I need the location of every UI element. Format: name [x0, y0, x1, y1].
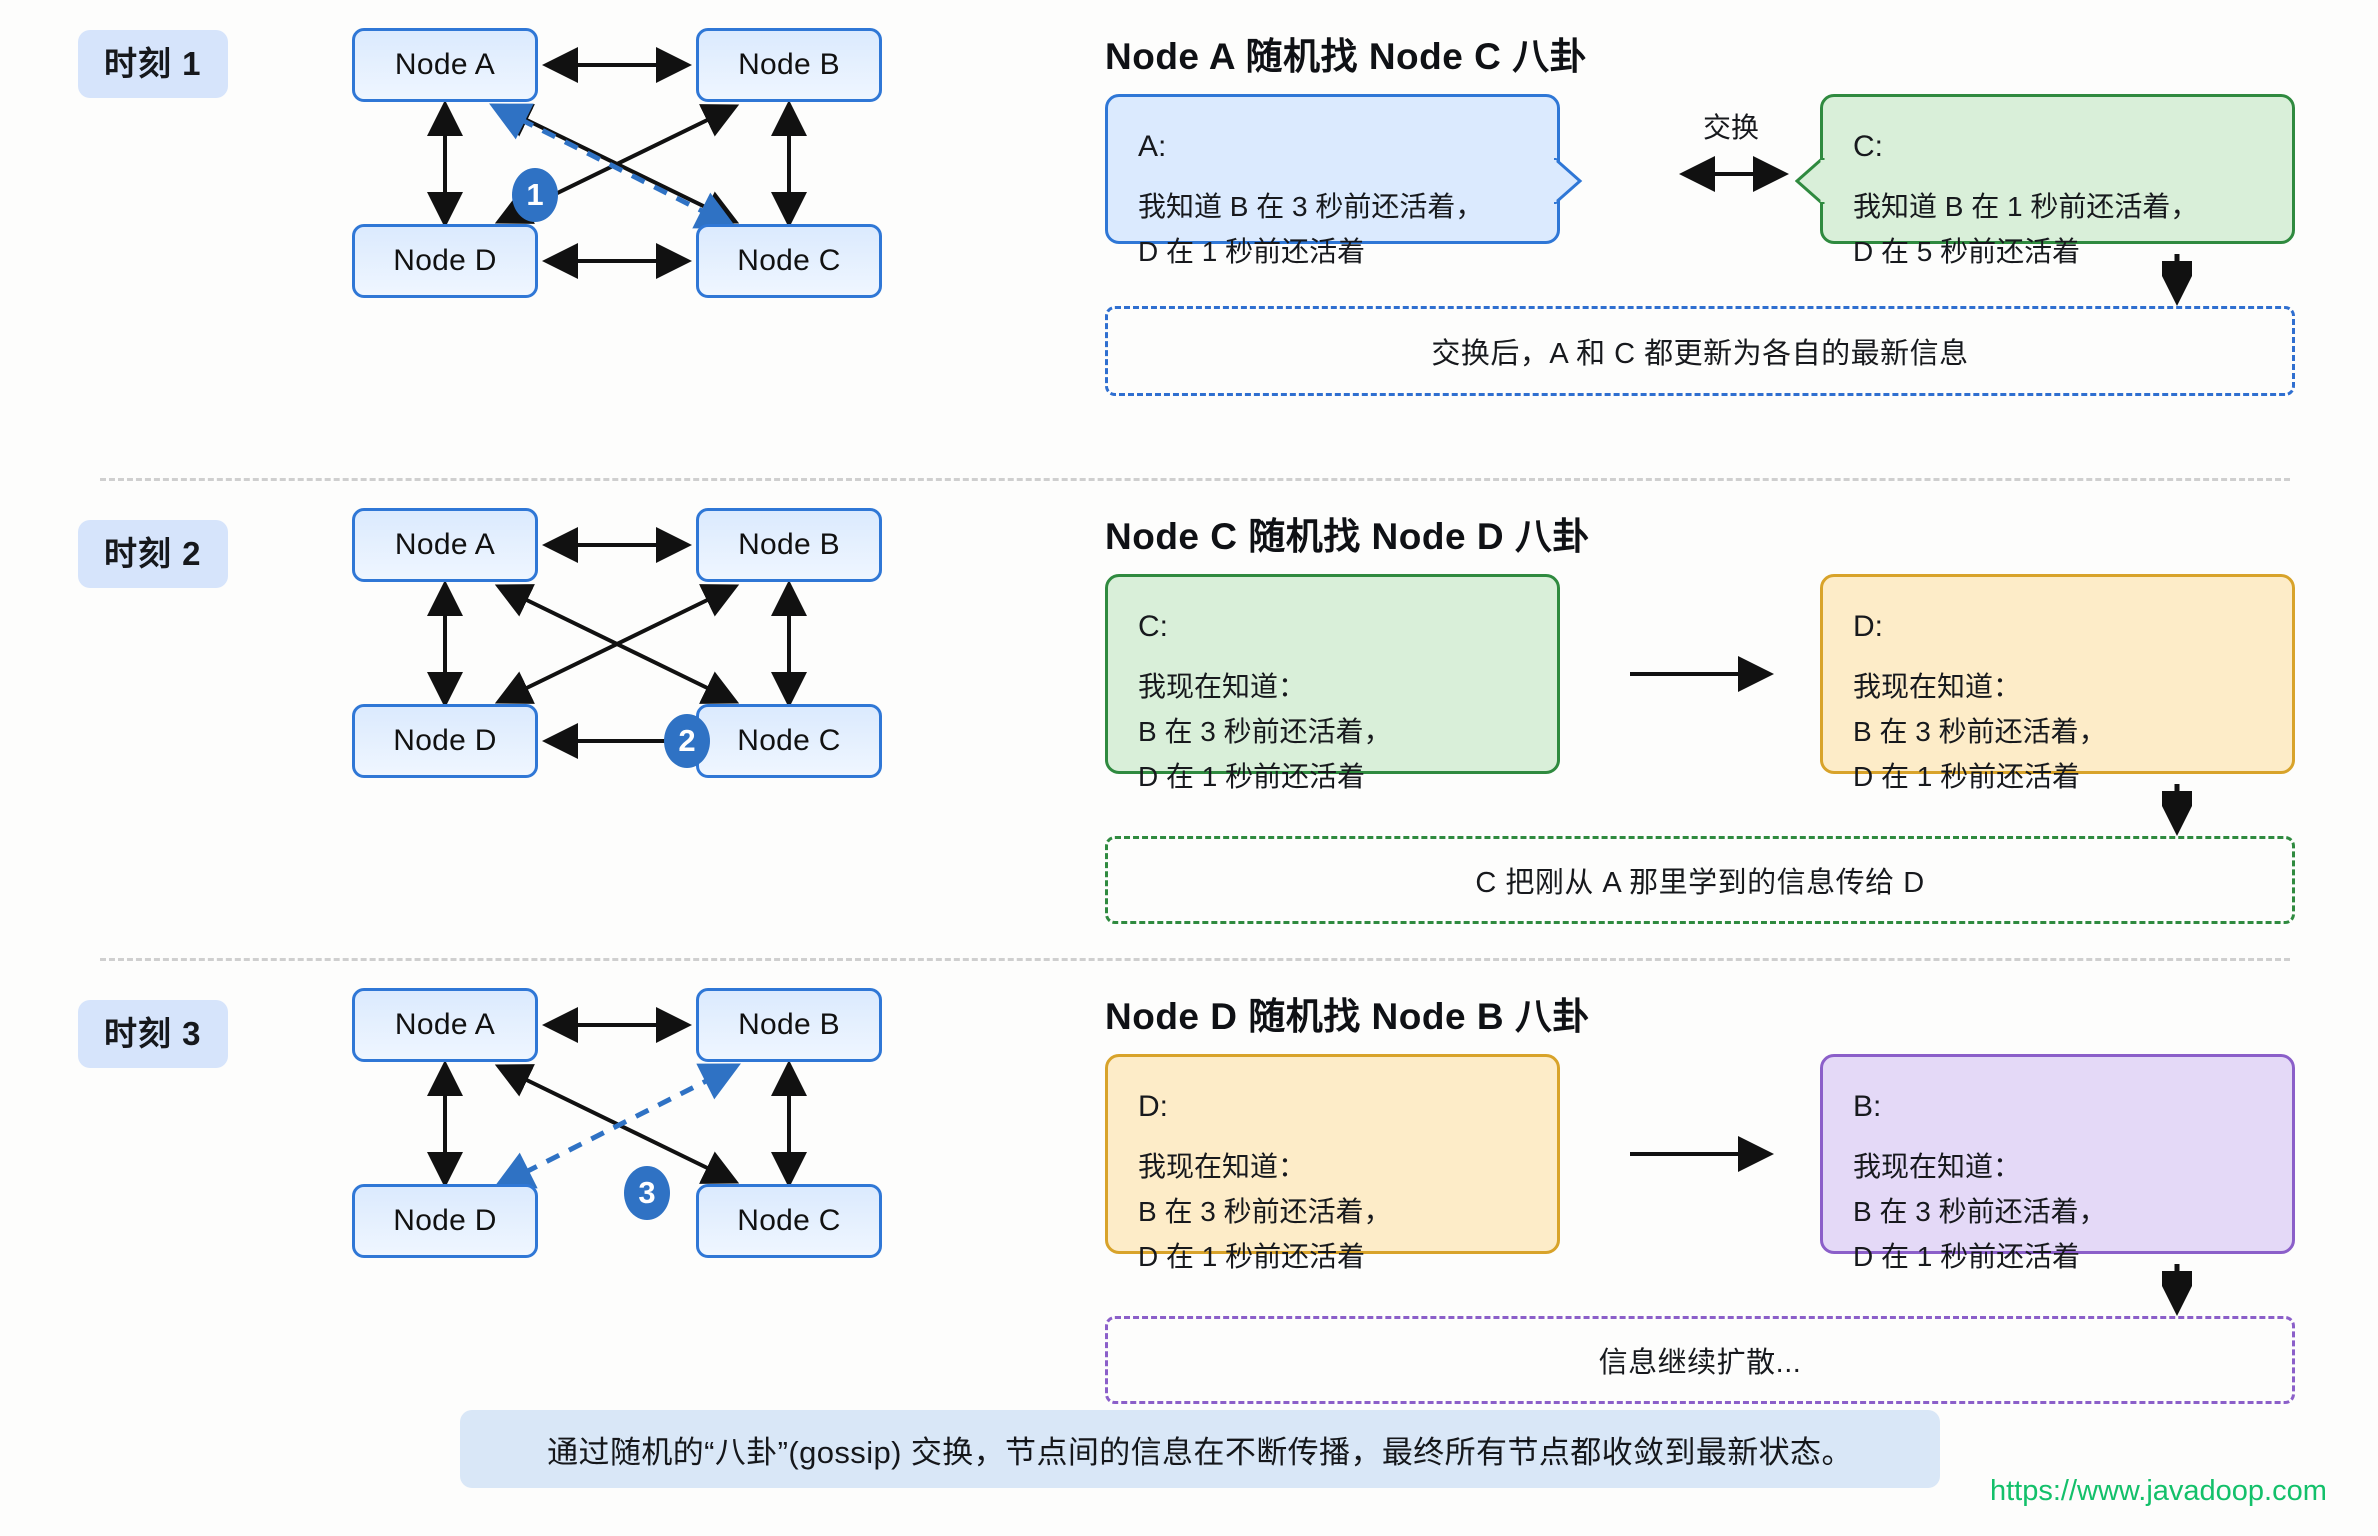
- message-speaker: C:: [1853, 130, 1883, 163]
- message-line: B 在 3 秒前还活着，: [1138, 715, 1392, 747]
- graph-edges-3: [427, 1007, 807, 1189]
- node-graph-1: Node A Node B Node D Node C 1: [352, 28, 882, 298]
- node-b-3[interactable]: Node B: [696, 988, 882, 1062]
- message-line: D 在 1 秒前还活着: [1138, 1241, 1366, 1273]
- message-line: D 在 5 秒前还活着: [1853, 235, 2081, 267]
- panel-title-1: Node A 随机找 Node C 八卦: [1105, 36, 1588, 77]
- step-badge-2: 2: [664, 714, 710, 768]
- message-line: D 在 1 秒前还活着: [1138, 761, 1366, 793]
- node-b-2[interactable]: Node B: [696, 508, 882, 582]
- message-line: 我现在知道：: [1138, 1150, 1307, 1182]
- message-line: 我知道 B 在 3 秒前还活着，: [1138, 190, 1484, 222]
- flow-down-arrow-1: [2162, 254, 2192, 306]
- node-a-2[interactable]: Node A: [352, 508, 538, 582]
- message-speaker: C:: [1138, 610, 1168, 643]
- message-line: B 在 3 秒前还活着，: [1138, 1195, 1392, 1227]
- node-b-1[interactable]: Node B: [696, 28, 882, 102]
- message-box-c-1: C: 我知道 B 在 1 秒前还活着， D 在 5 秒前还活着: [1820, 94, 2295, 267]
- time-badge-1: 时刻 1: [78, 30, 228, 98]
- time-badge-2: 时刻 2: [78, 520, 228, 588]
- transfer-arrow-2: [1630, 656, 1774, 692]
- speech-tail-right-icon: [1795, 158, 1825, 204]
- section-divider-2: [100, 958, 2290, 961]
- section-time-2: 时刻 2 Node A Node: [0, 480, 2378, 960]
- flow-down-arrow-2: [2162, 784, 2192, 836]
- message-line: B 在 3 秒前还活着，: [1853, 1195, 2107, 1227]
- message-speaker: B:: [1853, 1090, 1882, 1123]
- panel-1: Node A 随机找 Node C 八卦 A: 我知道 B 在 3 秒前还活着，…: [1105, 26, 2295, 396]
- node-d-2[interactable]: Node D: [352, 704, 538, 778]
- node-a-3[interactable]: Node A: [352, 988, 538, 1062]
- message-line: B 在 3 秒前还活着，: [1853, 715, 2107, 747]
- node-a-1[interactable]: Node A: [352, 28, 538, 102]
- message-box-b-3: B: 我现在知道： B 在 3 秒前还活着， D 在 1 秒前还活着: [1820, 1054, 2295, 1272]
- transfer-arrow-3: [1630, 1136, 1774, 1172]
- node-d-3[interactable]: Node D: [352, 1184, 538, 1258]
- panel-2: Node C 随机找 Node D 八卦 C: 我现在知道： B 在 3 秒前还…: [1105, 506, 2295, 924]
- message-box-a-1: A: 我知道 B 在 3 秒前还活着， D 在 1 秒前还活着: [1105, 94, 1560, 267]
- footer-url-link[interactable]: https://www.javadoop.com: [1990, 1475, 2327, 1507]
- flow-down-arrow-3: [2162, 1264, 2192, 1316]
- message-line: D 在 1 秒前还活着: [1853, 1241, 2081, 1273]
- message-speaker: D:: [1853, 610, 1883, 643]
- message-box-d-3: D: 我现在知道： B 在 3 秒前还活着， D 在 1 秒前还活着: [1105, 1054, 1560, 1272]
- message-box-d-2: D: 我现在知道： B 在 3 秒前还活着， D 在 1 秒前还活着: [1820, 574, 2295, 792]
- time-badge-3: 时刻 3: [78, 1000, 228, 1068]
- message-speaker: A:: [1138, 130, 1167, 163]
- panel-title-3: Node D 随机找 Node B 八卦: [1105, 996, 1590, 1037]
- node-c-3[interactable]: Node C: [696, 1184, 882, 1258]
- section-time-3: 时刻 3: [0, 960, 2378, 1404]
- message-line: 我现在知道：: [1853, 670, 2022, 702]
- node-d-1[interactable]: Node D: [352, 224, 538, 298]
- message-line: 我知道 B 在 1 秒前还活着，: [1853, 190, 2199, 222]
- note-box-1: 交换后，A 和 C 都更新为各自的最新信息: [1105, 306, 2295, 396]
- message-line: D 在 1 秒前还活着: [1853, 761, 2081, 793]
- step-badge-1: 1: [512, 168, 558, 222]
- exchange-label-1: 交换: [1703, 112, 1760, 143]
- panel-3: Node D 随机找 Node B 八卦 D: 我现在知道： B 在 3 秒前还…: [1105, 986, 2295, 1404]
- note-box-3: 信息继续扩散...: [1105, 1316, 2295, 1404]
- section-divider-1: [100, 478, 2290, 481]
- node-c-1[interactable]: Node C: [696, 224, 882, 298]
- note-box-2: C 把刚从 A 那里学到的信息传给 D: [1105, 836, 2295, 924]
- message-line: 我现在知道：: [1138, 670, 1307, 702]
- message-box-c-2: C: 我现在知道： B 在 3 秒前还活着， D 在 1 秒前还活着: [1105, 574, 1560, 792]
- node-c-2[interactable]: Node C: [696, 704, 882, 778]
- panel-title-2: Node C 随机找 Node D 八卦: [1105, 516, 1590, 557]
- section-time-1: 时刻 1: [0, 0, 2378, 480]
- message-speaker: D:: [1138, 1090, 1168, 1123]
- node-graph-3: Node A Node B Node D Node C 3: [352, 988, 882, 1258]
- node-graph-2: Node A Node B Node D Node C 2: [352, 508, 882, 778]
- exchange-arrow-1: [1679, 156, 1789, 192]
- message-line: D 在 1 秒前还活着: [1138, 235, 1366, 267]
- step-badge-3: 3: [624, 1166, 670, 1220]
- footer-summary: 通过随机的“八卦”(gossip) 交换，节点间的信息在不断传播，最终所有节点都…: [460, 1410, 1940, 1488]
- message-line: 我现在知道：: [1853, 1150, 2022, 1182]
- speech-tail-left-icon: [1554, 158, 1583, 204]
